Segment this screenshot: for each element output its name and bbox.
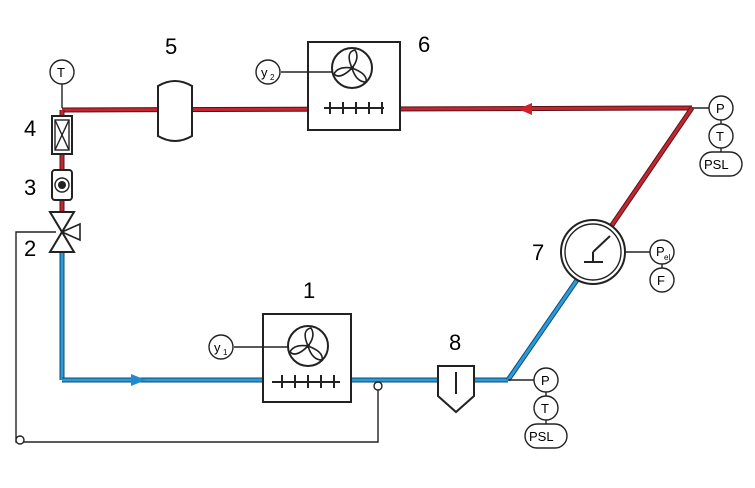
suction-pressure-switch-label: PSL: [529, 429, 554, 444]
compressor: [560, 219, 650, 285]
evaporator-fan-icon: [287, 325, 329, 367]
evaporator: [234, 313, 352, 403]
filter-drier-sensor-letter: T: [57, 65, 65, 80]
evaporator-number: 1: [303, 278, 315, 303]
flow-arrow-high: [518, 103, 532, 115]
discharge-temperature-label: T: [716, 129, 724, 144]
accumulator-number: 8: [449, 330, 461, 355]
condenser: [281, 41, 401, 131]
sight-glass-number: 3: [24, 175, 36, 200]
compressor-frequency-sensor: F: [649, 264, 675, 293]
sight-glass: [51, 169, 73, 201]
suction-temperature-label: T: [541, 401, 549, 416]
compressor-power-sub: el: [664, 253, 670, 262]
discharge-pressure-switch-label: PSL: [704, 157, 729, 172]
condenser-control-sensor: y 2: [255, 59, 281, 85]
compressor-power-letter: P: [656, 244, 665, 259]
filter-drier-number: 4: [24, 116, 36, 141]
compressor-frequency-letter: F: [657, 273, 665, 288]
condenser-number: 6: [418, 32, 430, 57]
condenser-fan-icon: [331, 47, 373, 89]
condenser-sensor-sub: 2: [270, 73, 275, 82]
expansion-valve: [48, 211, 81, 253]
flow-arrow-low: [131, 374, 146, 386]
discharge-measurement-point: P T PSL: [692, 95, 743, 177]
suction-measurement-point: P T PSL: [508, 367, 568, 449]
expansion-valve-number: 2: [24, 236, 36, 261]
receiver: [157, 80, 193, 142]
accumulator: [437, 365, 475, 414]
discharge-pressure-label: P: [716, 101, 725, 116]
suction-pressure-label: P: [541, 373, 550, 388]
filter-drier-temp-sensor: T: [49, 59, 75, 108]
evaporator-sensor-letter: y: [214, 340, 221, 355]
evaporator-control-sensor: y 1: [208, 334, 234, 360]
compressor-power-sensor: P el: [649, 239, 675, 265]
condenser-sensor-letter: y: [261, 65, 268, 80]
compressor-number: 7: [532, 240, 544, 265]
sensing-line: [15, 231, 383, 445]
receiver-number: 5: [165, 34, 177, 59]
evaporator-sensor-sub: 1: [223, 348, 228, 357]
filter-drier: [51, 115, 73, 155]
